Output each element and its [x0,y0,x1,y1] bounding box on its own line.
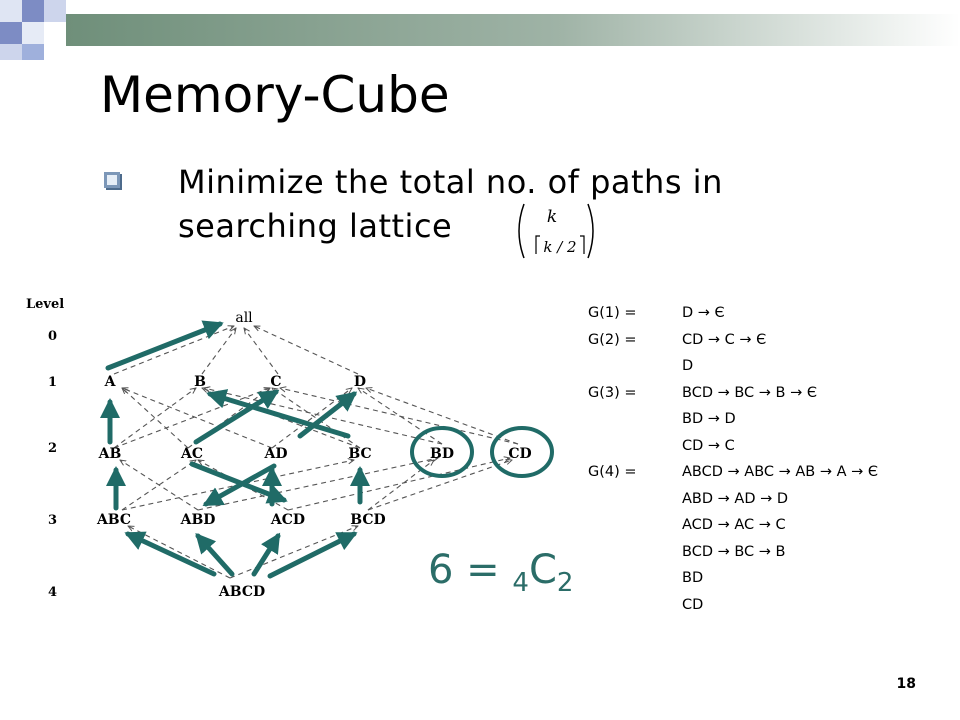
header-banner [0,0,960,60]
level-label: 0 [48,329,57,344]
node-cd: CD [508,446,531,462]
level-label: 4 [48,585,57,600]
group-label: G(3) = [588,384,637,401]
path-arrows [100,320,370,579]
highlight-circle-cd [490,426,554,478]
lattice-diagram: Level 0 1 2 3 4 all A B C [26,297,554,600]
formula-post-subscript: 2 [556,568,574,598]
node-c: C [270,374,281,390]
node-abc: ABC [96,512,131,528]
group-expression: CD → C → Є [682,331,767,348]
bullet-text: Minimize the total no. of paths in searc… [178,163,723,245]
group-expression: BCD → BC → B → Є [682,384,817,401]
node-bc: BC [348,446,371,462]
group-expression: D → Є [682,305,725,321]
binomial-formula: k k / 2 [518,203,594,259]
group-expression: ABCD → ABC → AB → A → Є [682,464,879,480]
node-acd: ACD [270,512,305,528]
node-bd: BD [430,446,454,462]
group-expression: BCD → BC → B [682,543,786,560]
node-d: D [354,374,366,390]
group-expression: CD [682,596,704,613]
node-a: A [104,374,117,390]
node-bcd: BCD [350,512,385,528]
formula-pre-subscript: 4 [512,568,529,598]
node-ac: AC [180,446,203,462]
level-label: 3 [48,513,57,528]
group-expression: BD [682,570,704,586]
binomial-top: k [547,207,557,227]
highlight-circle-bd [410,426,474,478]
level-label: 2 [48,441,57,456]
group-label: G(4) = [588,464,637,480]
level-header: Level [26,297,64,312]
bullet-icon [104,172,120,188]
group-expression: D [682,358,694,374]
group-expression: ABD → AD → D [682,490,789,507]
node-abd: ABD [180,512,216,528]
node-abcd: ABCD [218,584,265,600]
dashed-edges [113,326,519,579]
level-label: 1 [48,375,57,390]
group-expression: ACD → AC → C [682,517,786,533]
node-ad: AD [263,446,287,462]
node-ab: AB [98,446,122,462]
group-expression: BD → D [682,411,736,427]
node-b: B [194,374,206,390]
node-all: all [235,310,253,326]
binomial-bottom: k / 2 [543,238,576,256]
slide-title: Memory-Cube [100,66,450,124]
group-expression: CD → C [682,437,735,454]
formula-lhs: 6 = [428,547,513,593]
group-label: G(2) = [588,331,637,348]
formula-base: C [528,547,557,593]
group-label: G(1) = [588,305,637,321]
combination-formula: 6 = 4C2 [428,542,573,611]
page-number: 18 [896,676,916,692]
